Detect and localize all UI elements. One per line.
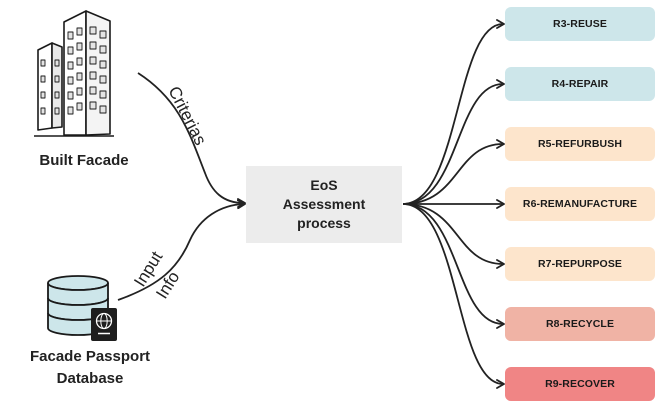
process-line3: process <box>297 215 351 231</box>
built-facade-label: Built Facade <box>14 150 154 172</box>
process-line1: EoS <box>310 177 338 193</box>
facade-passport-database-label: Facade Passport Database <box>0 346 180 390</box>
arrow-to-r5 <box>402 139 505 205</box>
r7-repurpose-box: R7-REPURPOSE <box>505 247 655 281</box>
r7-label: R7-REPURPOSE <box>537 258 623 270</box>
r6-label: R6-REMANUFACTURE <box>522 198 638 210</box>
passport-label-line1: Facade Passport <box>29 348 151 365</box>
passport-label-line2: Database <box>56 370 124 387</box>
process-line2: Assessment <box>282 196 366 212</box>
r3-label: R3-REUSE <box>553 18 607 30</box>
r6-remanufacture-box: R6-REMANUFACTURE <box>505 187 655 221</box>
r4-repair-box: R4-REPAIR <box>505 67 655 101</box>
r9-label: R9-RECOVER <box>545 378 615 390</box>
r8-recycle-box: R8-RECYCLE <box>505 307 655 341</box>
building-icon <box>34 10 114 137</box>
arrow-to-r9 <box>402 203 505 389</box>
r4-label: R4-REPAIR <box>551 78 609 90</box>
r3-reuse-box: R3-REUSE <box>505 7 655 41</box>
built-facade-text: Built Facade <box>39 152 129 169</box>
criterias-label: Criterias <box>164 83 210 148</box>
r8-label: R8-RECYCLE <box>545 318 615 330</box>
eos-assessment-process-box: EoS Assessment process <box>246 166 402 243</box>
r5-label: R5-REFURBUSH <box>537 138 623 150</box>
arrow-to-r3 <box>402 19 505 205</box>
r9-recover-box: R9-RECOVER <box>505 367 655 401</box>
arrow-to-r4 <box>402 79 505 205</box>
passport-icon <box>91 308 117 341</box>
arrow-to-r8 <box>402 203 505 329</box>
input-info-arrow <box>117 199 246 301</box>
criterias-arrow <box>137 72 246 208</box>
r5-refurbush-box: R5-REFURBUSH <box>505 127 655 161</box>
arrow-to-r7 <box>402 203 505 269</box>
